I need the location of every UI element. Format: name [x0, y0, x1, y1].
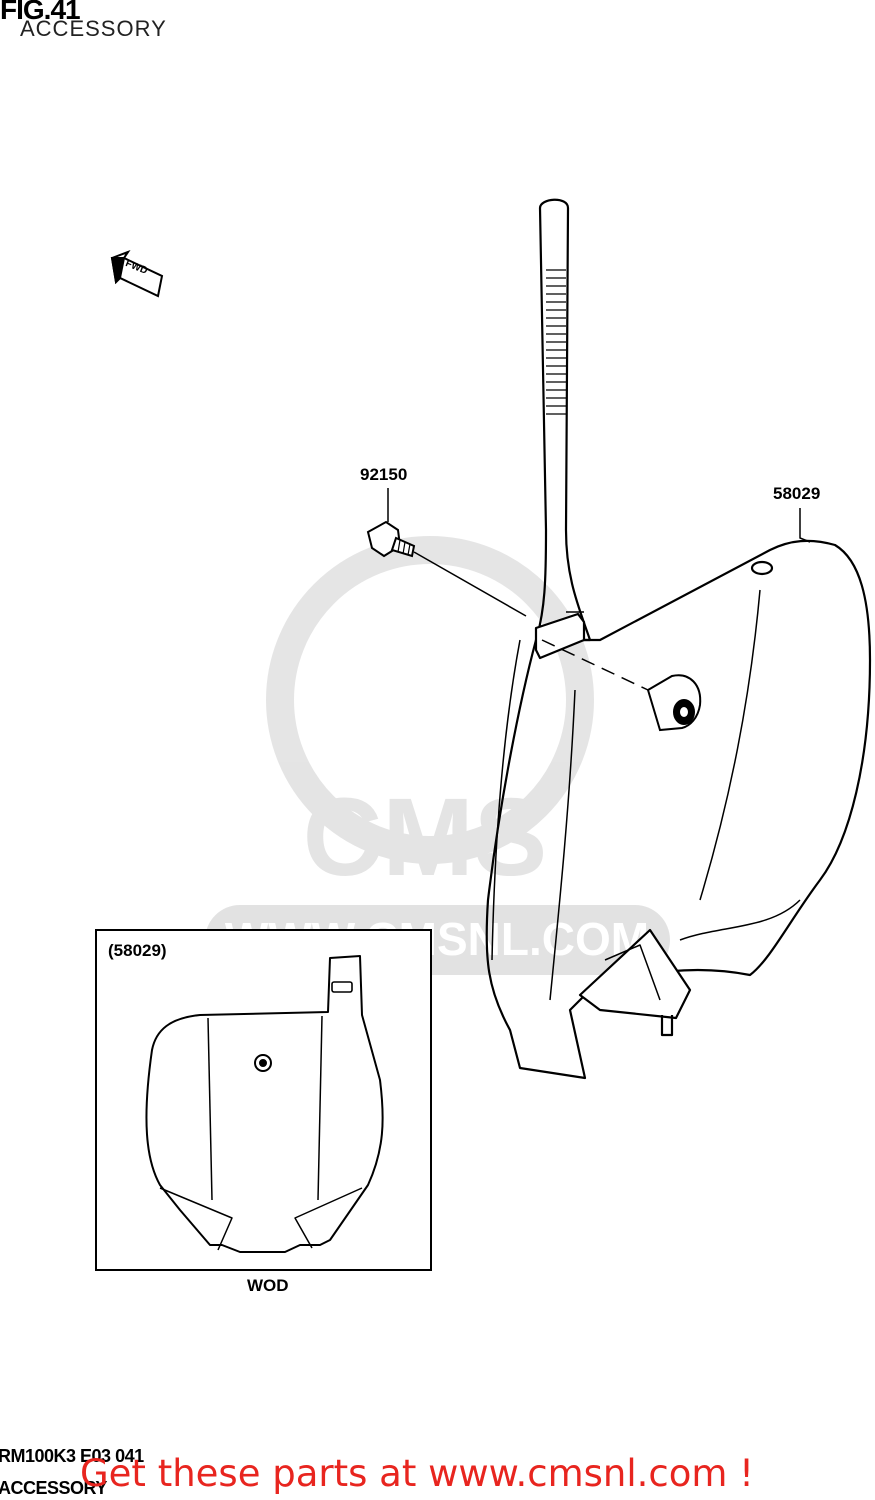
svg-text:CMS: CMS [303, 776, 547, 899]
callout-92150: 92150 [360, 465, 408, 484]
inset-plate-drawing [145, 955, 384, 1253]
number-plate-58029 [485, 198, 872, 1080]
collar-spacer [646, 674, 702, 732]
model-code: RM100K3 E03 041 [0, 1446, 144, 1466]
assembly-lines [387, 488, 811, 691]
inset-label: (58029) [108, 941, 167, 960]
figure-subtitle: ACCESSORY [20, 16, 167, 41]
figure-title: FIG.41 [0, 0, 81, 25]
callout-58029: 58029 [773, 484, 821, 503]
forward-arrow-icon [110, 249, 164, 298]
inset-frame [95, 929, 432, 1271]
watermark-logo: WWW.CMSNL.COM CMS [205, 536, 670, 975]
bolt-92150 [366, 520, 416, 558]
section-label: ACCESSORY [0, 1478, 107, 1498]
inset-caption: WOD [247, 1276, 289, 1295]
promo-link[interactable]: Get these parts at www.cmsnl.com ! [80, 1452, 755, 1495]
